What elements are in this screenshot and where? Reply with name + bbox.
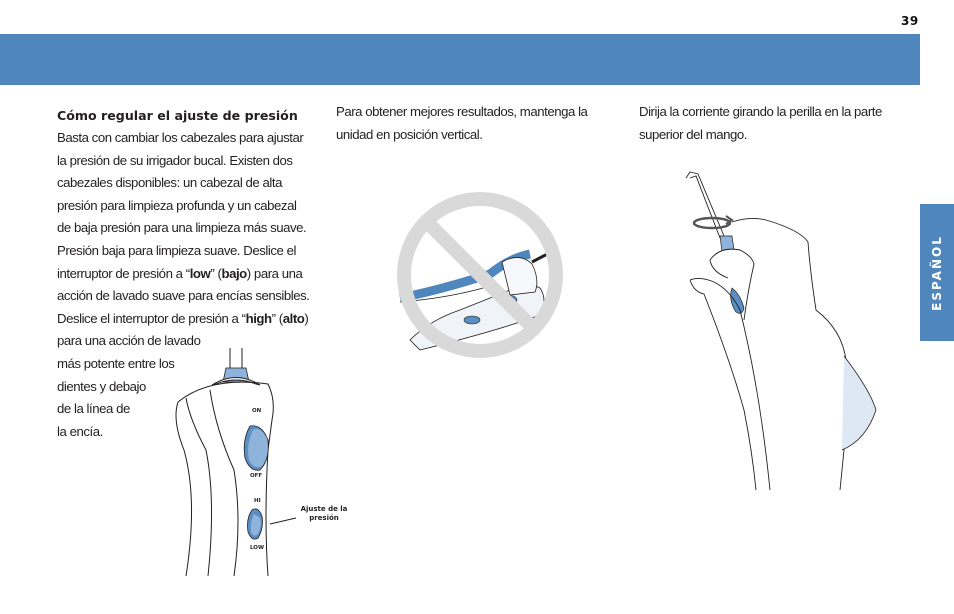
low-keyword: low — [189, 265, 211, 281]
pressure-callout: Ajuste de la presión — [296, 505, 352, 523]
body-line: para una acción de lavado — [57, 333, 201, 349]
high-keyword: high — [245, 310, 272, 326]
callout-line: Ajuste de la — [300, 505, 348, 513]
body-line: acción de lavado suave para encías sensi… — [57, 288, 310, 304]
body-line: presión para limpieza profunda y un cabe… — [57, 197, 297, 213]
body-line: Basta con cambiar los cabezales para aju… — [57, 130, 304, 145]
header-banner — [0, 34, 920, 85]
off-label: OFF — [250, 473, 263, 479]
body-line: la presión de su irrigador bucal. Existe… — [57, 152, 293, 168]
body-line: superior del mango. — [639, 126, 748, 142]
text: ” ( — [210, 265, 222, 281]
handle-switch-illustration — [175, 348, 297, 577]
body-line: cabezales disponibles: un cabezal de alt… — [57, 175, 282, 191]
prohibited-horizontal-illustration — [397, 192, 563, 358]
vertical-position-note: Para obtener mejores resultados, manteng… — [336, 101, 606, 146]
text: ) para una — [246, 265, 303, 281]
text: ) — [304, 310, 309, 326]
hi-label: HI — [254, 498, 261, 504]
body-line-high: Deslice el interruptor de presión a “hig… — [57, 308, 327, 331]
callout-line: presión — [309, 514, 339, 522]
alto-keyword: alto — [282, 310, 305, 326]
body-line: Presión baja para limpieza suave. Deslic… — [57, 242, 296, 258]
text: ” ( — [271, 310, 284, 326]
nozzle-direction-note: Dirija la corriente girando la perilla e… — [639, 101, 909, 146]
body-line-low: interruptor de presión a “low” (bajo) pa… — [57, 263, 327, 286]
section-heading: Cómo regular el ajuste de presión — [57, 108, 298, 123]
language-tab: ESPAÑOL — [920, 204, 954, 341]
text: interruptor de presión a “ — [57, 265, 190, 281]
body-line: unidad en posición vertical. — [336, 126, 483, 142]
body-line: la encía. — [57, 423, 103, 439]
on-label: ON — [252, 408, 262, 414]
bajo-keyword: bajo — [221, 265, 247, 281]
language-tab-label: ESPAÑOL — [930, 234, 944, 311]
body-line: Para obtener mejores resultados, manteng… — [336, 104, 588, 119]
pressure-instructions: Cómo regular el ajuste de presión Basta … — [57, 105, 327, 443]
body-line: más potente entre los — [57, 355, 175, 371]
body-line: dientes y debajo — [57, 378, 146, 394]
body-line: de baja presión para una limpieza más su… — [57, 220, 307, 236]
page-number: 39 — [901, 14, 919, 28]
hand-rotating-nozzle-illustration — [685, 171, 877, 490]
low-label: LOW — [250, 545, 265, 551]
text: Deslice el interruptor de presión a “ — [57, 310, 246, 326]
body-line: de la línea de — [57, 401, 130, 417]
body-line: Dirija la corriente girando la perilla e… — [639, 104, 882, 119]
